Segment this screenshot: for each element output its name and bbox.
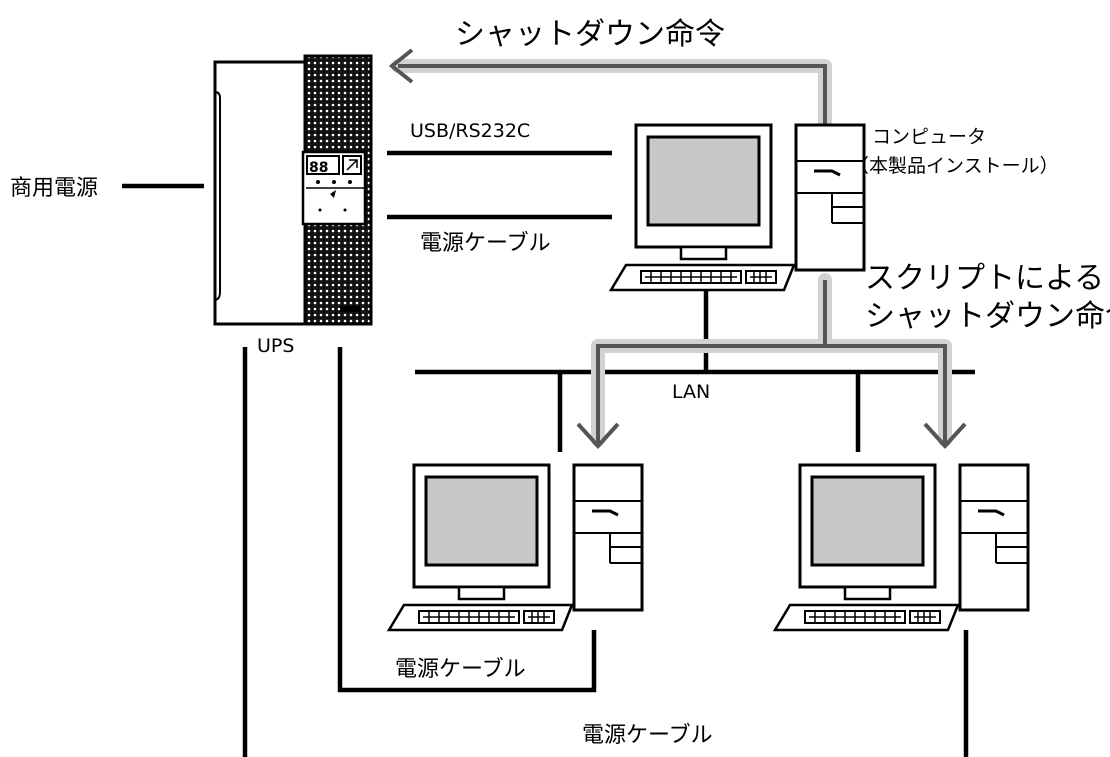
arrowhead-left-icon bbox=[388, 48, 414, 84]
script-label-line2: シャットダウン命令 bbox=[865, 299, 1110, 334]
power-cable-label-bottom: 電源ケーブル bbox=[582, 723, 713, 748]
client-computer-right-icon bbox=[773, 463, 1030, 632]
power-cable-label-middle: 電源ケーブル bbox=[395, 657, 526, 682]
arrowhead-down-icon bbox=[576, 422, 620, 449]
lan-label: LAN bbox=[672, 381, 710, 403]
script-shutdown-arrows bbox=[596, 280, 947, 444]
shutdown-arrows bbox=[388, 48, 967, 449]
svg-text:88: 88 bbox=[309, 160, 328, 176]
power-cable-line-middle bbox=[337, 347, 597, 693]
script-label-line1: スクリプトによる bbox=[865, 261, 1104, 296]
computer-sublabel: （本製品インストール） bbox=[850, 155, 1059, 177]
power-cable-label-top: 電源ケーブル bbox=[420, 231, 551, 256]
shutdown-arrow-top bbox=[398, 64, 827, 125]
ups-label: UPS bbox=[257, 335, 294, 357]
shutdown-command-label: シャットダウン命令 bbox=[455, 17, 725, 52]
commercial-power-label: 商用電源 bbox=[10, 176, 98, 201]
client-computer-left-icon bbox=[387, 463, 644, 632]
usb-rs232c-label: USB/RS232C bbox=[410, 120, 530, 142]
main-computer-icon bbox=[609, 123, 866, 292]
computer-label: コンピュータ bbox=[872, 126, 986, 148]
cables bbox=[122, 150, 975, 757]
ups-icon: 88 bbox=[213, 54, 373, 326]
arrowhead-down-icon bbox=[923, 422, 967, 449]
